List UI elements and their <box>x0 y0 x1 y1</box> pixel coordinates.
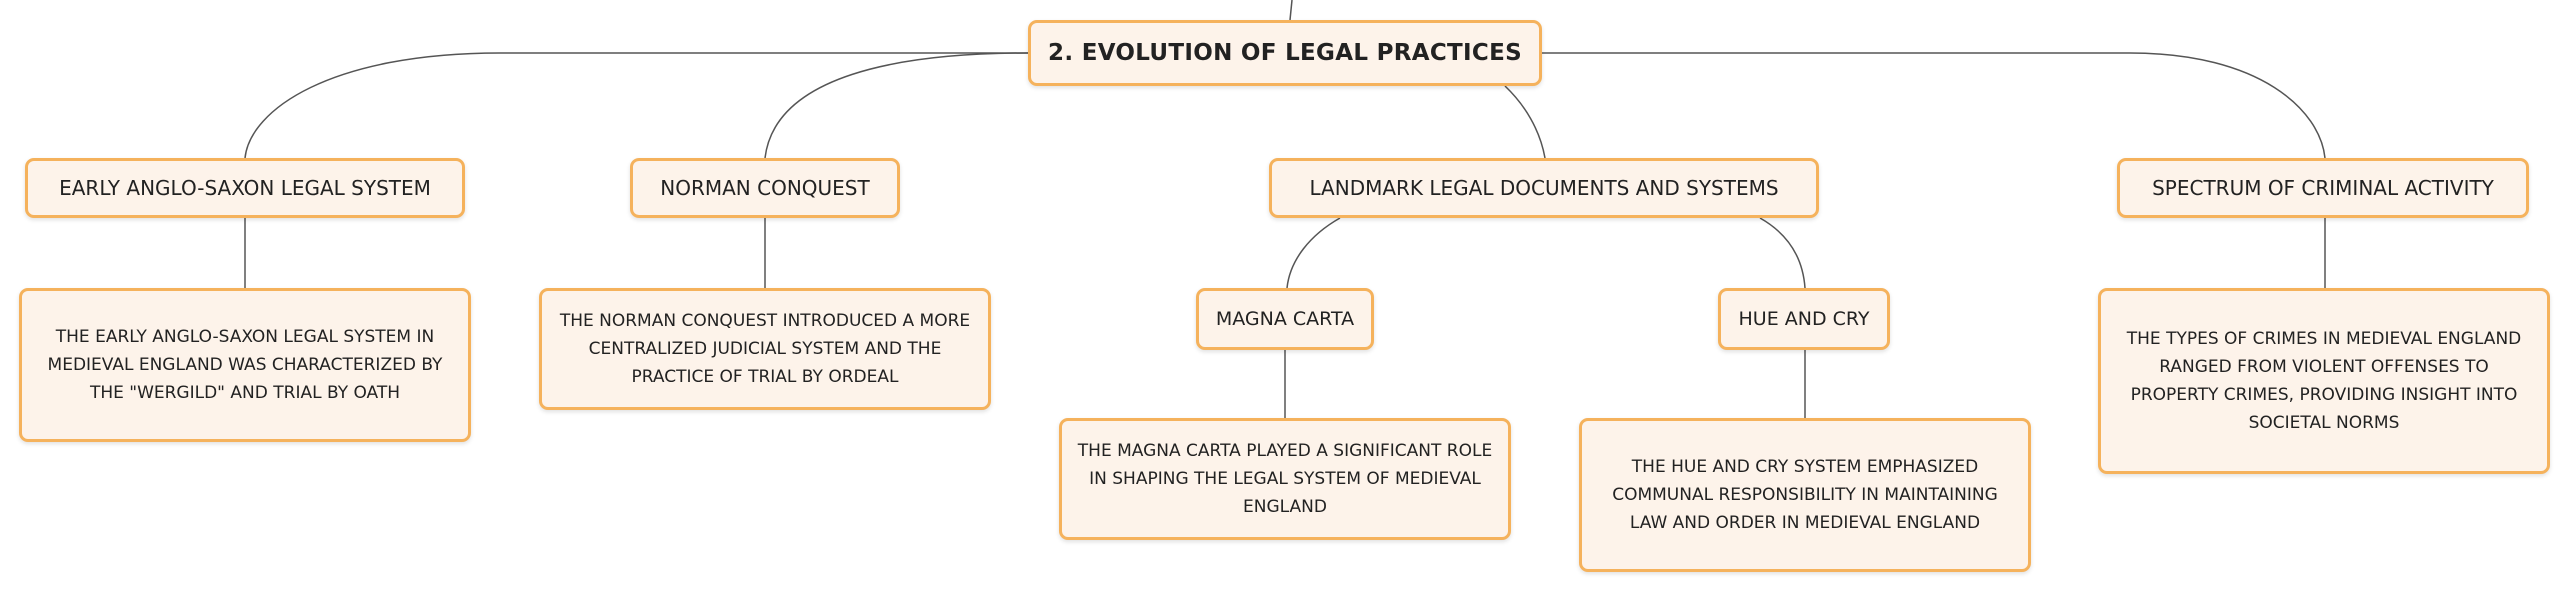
detail-text: THE TYPES OF CRIMES IN MEDIEVAL ENGLAND … <box>2126 329 2522 433</box>
topic-landmark-legal-documents-and-systems[interactable]: LANDMARK LEGAL DOCUMENTS AND SYSTEMS <box>1269 158 1819 218</box>
topic-early-anglo-saxon-legal-system[interactable]: EARLY ANGLO-SAXON LEGAL SYSTEM <box>25 158 465 218</box>
subtopic-label: HUE AND CRY <box>1738 308 1870 330</box>
connector-root-to-spectrum <box>1542 52 2326 159</box>
connector-root-incoming <box>1289 0 1293 21</box>
topic-norman-conquest[interactable]: NORMAN CONQUEST <box>630 158 900 218</box>
topic-label: LANDMARK LEGAL DOCUMENTS AND SYSTEMS <box>1309 176 1779 200</box>
connector-root-to-norman <box>764 52 1029 159</box>
connector-landmark-to-magna-carta <box>1286 217 1341 289</box>
detail-magna-carta[interactable]: THE MAGNA CARTA PLAYED A SIGNIFICANT ROL… <box>1059 418 1511 540</box>
subtopic-label: MAGNA CARTA <box>1215 308 1355 330</box>
root-topic[interactable]: 2. EVOLUTION OF LEGAL PRACTICES <box>1028 20 1542 86</box>
topic-spectrum-of-criminal-activity[interactable]: SPECTRUM OF CRIMINAL ACTIVITY <box>2117 158 2529 218</box>
subtopic-magna-carta[interactable]: MAGNA CARTA <box>1196 288 1374 350</box>
topic-label: SPECTRUM OF CRIMINAL ACTIVITY <box>2152 176 2494 200</box>
detail-text: THE NORMAN CONQUEST INTRODUCED A MORE CE… <box>559 311 971 387</box>
detail-norman-conquest[interactable]: THE NORMAN CONQUEST INTRODUCED A MORE CE… <box>539 288 991 410</box>
subtopic-hue-and-cry[interactable]: HUE AND CRY <box>1718 288 1890 350</box>
detail-text: THE HUE AND CRY SYSTEM EMPHASIZED COMMUN… <box>1612 457 1998 533</box>
detail-spectrum-of-criminal-activity[interactable]: THE TYPES OF CRIMES IN MEDIEVAL ENGLAND … <box>2098 288 2550 474</box>
connector-root-to-landmark <box>1504 85 1546 159</box>
root-topic-label: 2. EVOLUTION OF LEGAL PRACTICES <box>1048 40 1522 66</box>
detail-text: THE MAGNA CARTA PLAYED A SIGNIFICANT ROL… <box>1077 441 1493 517</box>
detail-hue-and-cry[interactable]: THE HUE AND CRY SYSTEM EMPHASIZED COMMUN… <box>1579 418 2031 572</box>
topic-label: NORMAN CONQUEST <box>660 176 870 200</box>
topic-label: EARLY ANGLO-SAXON LEGAL SYSTEM <box>59 176 431 200</box>
connector-root-to-anglo-saxon <box>244 52 1028 159</box>
detail-early-anglo-saxon-legal-system[interactable]: THE EARLY ANGLO-SAXON LEGAL SYSTEM IN ME… <box>19 288 471 442</box>
connector-landmark-to-hue-and-cry <box>1759 217 1806 289</box>
detail-text: THE EARLY ANGLO-SAXON LEGAL SYSTEM IN ME… <box>47 327 443 403</box>
